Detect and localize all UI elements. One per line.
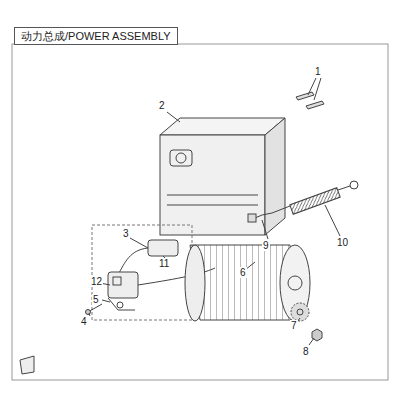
callout-number: 5 (92, 294, 100, 305)
callout-number: 9 (262, 240, 270, 251)
callout-number: 12 (90, 276, 103, 287)
callout-number: 3 (122, 228, 130, 239)
callout-number: 10 (336, 237, 349, 248)
callout-number: 7 (290, 320, 298, 331)
callout-number: 11 (158, 258, 170, 269)
callout-number: 6 (239, 267, 247, 278)
callout-number: 8 (302, 346, 310, 357)
callout-number: 1 (314, 66, 322, 77)
callout-number: 2 (158, 100, 166, 111)
title-box: 动力总成/POWER ASSEMBLY (14, 27, 178, 45)
callout-number: 4 (80, 316, 88, 327)
